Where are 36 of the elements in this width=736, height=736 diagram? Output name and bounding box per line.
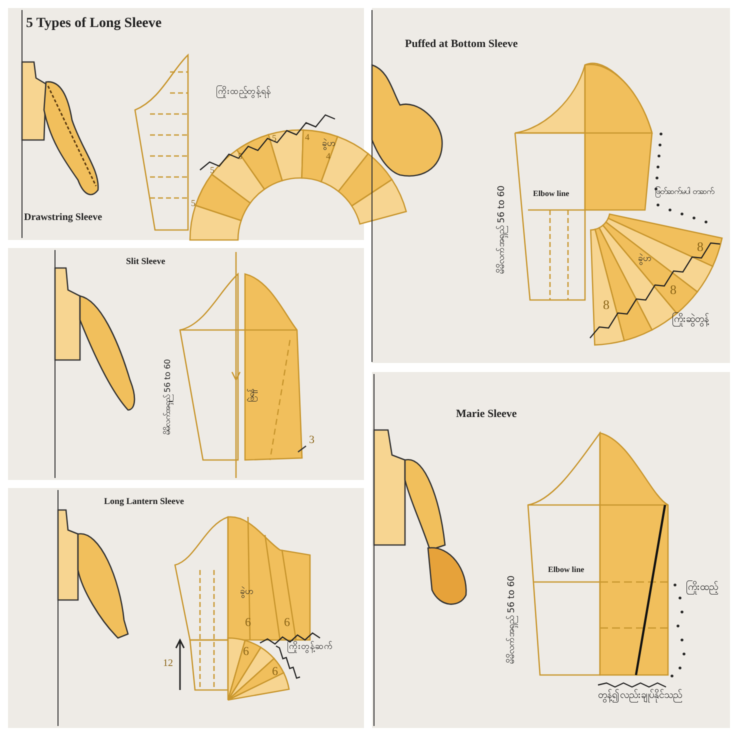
pattern-note: ကြိုးထည့် [686,582,718,593]
sleeve-name: Elbow line [548,566,584,575]
pattern-note: ခွဲဟ [322,140,336,150]
measurement-number: 8 [603,298,610,312]
pattern-note: ကြိုးတွန့်ဆက် [287,643,333,653]
measurement-note: မိမိလက်အရှည် 56 to 60 [508,575,518,664]
measurement-number: 8 [697,240,704,254]
sleeve-name: Long Lantern Sleeve [104,497,184,507]
measurement-number: 12 [163,658,173,669]
sleeve-name: Marie Sleeve [456,408,517,420]
measurement-number: 5 [238,152,242,162]
sleeve-name: Drawstring Sleeve [24,212,102,223]
measurement-number: 6 [245,616,251,630]
pattern-note: ဖြတ်ဆက်မပါ တဆက် [655,188,714,197]
pattern-note: ကြိုးထည့်တွန့်ရန် [216,88,271,98]
pattern-note: ကြိုးဆွဲတွန့် [672,314,709,325]
measurement-number: 4 [326,152,330,162]
measurement-number: 5 [191,199,196,209]
title: 5 Types of Long Sleeve [26,16,162,32]
sleeve-name: Elbow line [533,190,570,199]
measurement-number: 5 [210,166,214,176]
measurement-number: 6 [243,645,249,658]
measurement-number: 3 [309,434,314,446]
measurement-number: 4 [305,133,310,143]
measurement-note: မိမိလက်အရှည် 56 to 60 [498,185,508,274]
measurement-number: 8 [670,283,676,298]
measurement-note: မိမိလက်အရှည် 56 to 60 [164,358,173,435]
measurement-note: ဖြဲရန် [248,388,257,402]
measurement-number: 6 [284,616,290,630]
pattern-note: ခွဲဟ [240,588,254,598]
pattern-note: ခွဲဟ [638,255,652,265]
pattern-note: တွန့်၍လည်းချုပ်နိုင်သည် [598,690,682,701]
sleeve-name: Puffed at Bottom Sleeve [405,38,518,50]
measurement-number: 5 [272,134,276,144]
sleeve-name: Slit Sleeve [126,257,166,267]
measurement-number: 6 [272,665,278,678]
